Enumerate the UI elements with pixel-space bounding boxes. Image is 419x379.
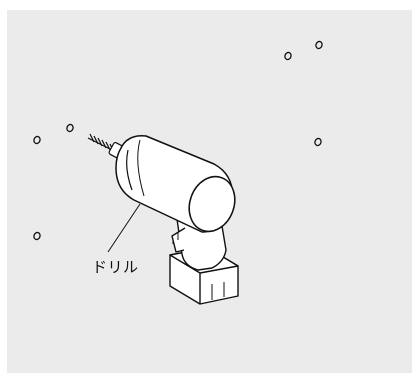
- drill-body: [115, 135, 236, 233]
- drill-illustration: [33, 40, 323, 305]
- hole-6: [314, 137, 322, 147]
- motor-end-cap: [188, 175, 236, 233]
- drill-label: ドリル: [92, 258, 139, 276]
- callout-leader: [107, 203, 141, 253]
- hole-3: [33, 231, 41, 241]
- wall-holes: [33, 40, 323, 241]
- hole-5: [315, 40, 323, 50]
- hole-2: [66, 123, 74, 133]
- hole-4: [284, 51, 292, 61]
- hole-1: [33, 135, 41, 145]
